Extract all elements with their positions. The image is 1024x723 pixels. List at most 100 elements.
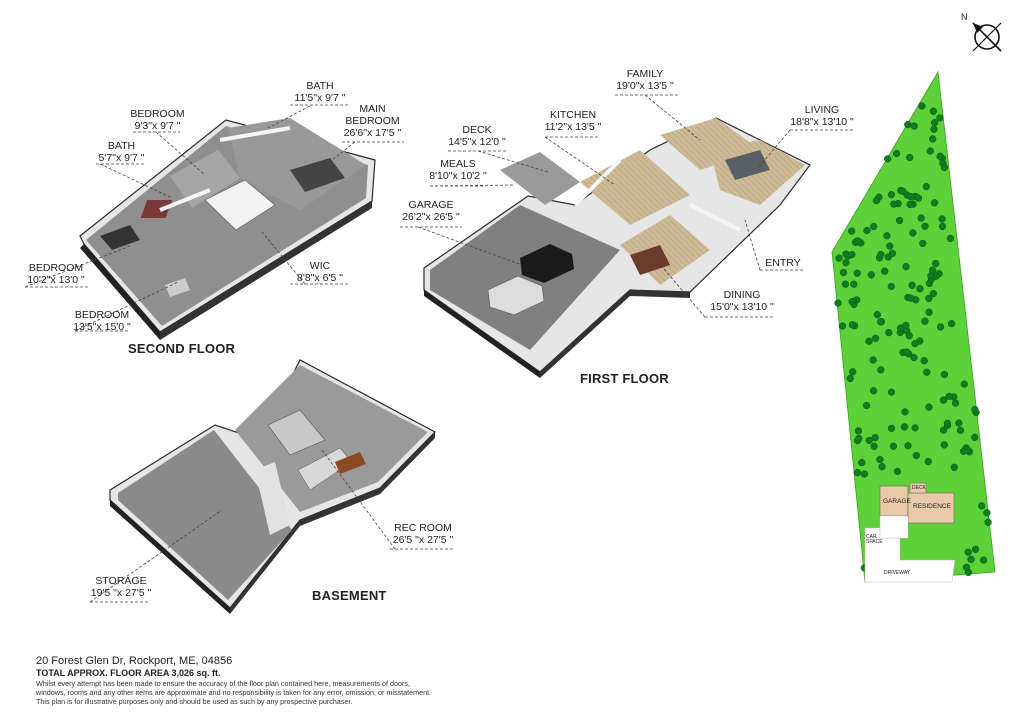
tree-icon <box>916 285 924 293</box>
floor-title-basement: BASEMENT <box>312 588 387 603</box>
leader-lines <box>24 94 855 603</box>
tree-icon <box>955 419 963 427</box>
site-garage-label: GARAGE <box>883 498 911 505</box>
room-name: BEDROOM <box>74 309 130 321</box>
tree-icon <box>919 239 927 248</box>
room-dimensions: 19'5 "x 27'5 " <box>90 587 152 599</box>
tree-icon <box>842 259 850 267</box>
tree-icon <box>871 334 880 342</box>
tree-icon <box>905 332 913 340</box>
tree-icon <box>892 149 901 158</box>
tree-icon <box>848 321 857 329</box>
tree-icon <box>918 102 926 110</box>
room-name: KITCHEN <box>549 109 597 121</box>
tree-icon <box>842 250 850 258</box>
room-label-garage: GARAGE 26'2"x 26'5 " <box>400 199 462 223</box>
room-name: FAMILY <box>626 68 664 80</box>
tree-icon <box>848 250 856 259</box>
tree-icon <box>899 187 907 195</box>
room-label-bedroom-bottom: BEDROOM 13'5"x 15'0 " <box>72 309 132 333</box>
footer: 20 Forest Glen Dr, Rockport, ME, 04856 T… <box>36 655 636 706</box>
room-label-deck: DECK 14'5"x 12'0 " <box>447 124 507 148</box>
room-name: GARAGE <box>408 199 454 211</box>
room-dimensions: 26'5 "x 27'5 " <box>392 534 454 546</box>
room-label-main-bedroom: MAIN BEDROOM 26'6"x 17'5 " <box>340 103 405 139</box>
tree-icon <box>967 555 975 563</box>
tree-icon <box>984 518 992 526</box>
tree-icon <box>963 446 972 454</box>
tree-icon <box>936 114 944 122</box>
tree-icon <box>867 271 875 279</box>
tree-icon <box>922 182 930 191</box>
tree-icon <box>854 427 863 435</box>
tree-icon <box>855 434 863 443</box>
tree-icon <box>923 368 931 376</box>
room-dimensions: 26'2"x 26'5 " <box>402 211 460 223</box>
room-dimensions: 13'5"x 15'0 " <box>73 321 131 333</box>
tree-icon <box>978 502 986 510</box>
tree-icon <box>877 318 885 326</box>
tree-icon <box>909 229 917 237</box>
tree-icon <box>939 396 948 404</box>
tree-icon <box>911 339 919 348</box>
tree-icon <box>932 272 940 280</box>
tree-icon <box>907 193 915 201</box>
tree-icon <box>835 254 843 262</box>
tree-icon <box>839 268 848 277</box>
tree-icon <box>863 226 871 235</box>
tree-icon <box>971 405 979 414</box>
tree-icon <box>964 548 972 556</box>
room-label-bath-small: BATH 5'7"x 9'7 " <box>94 140 149 164</box>
first-floor-plan <box>423 117 811 378</box>
tree-icon <box>870 442 878 450</box>
tree-icon <box>869 356 877 364</box>
tree-icon <box>841 280 850 288</box>
tree-icon <box>865 337 873 345</box>
tree-icon <box>889 442 898 450</box>
room-dimensions: 5'7"x 9'7 " <box>98 152 145 164</box>
room-name: WIC <box>309 260 331 272</box>
room-label-dining: DINING 15'0"x 13'10 " <box>706 289 778 313</box>
site-driveway-label: DRIVEWAY <box>884 570 911 576</box>
tree-icon <box>890 200 898 208</box>
tree-icon <box>926 147 934 155</box>
tree-icon <box>924 457 932 466</box>
room-label-bedroom-top: BEDROOM 9'3"x 9'7 " <box>130 108 185 132</box>
tree-icon <box>983 509 991 517</box>
room-dimensions: 8'8"x 6'5 " <box>297 272 343 284</box>
tree-icon <box>907 294 915 302</box>
tree-icon <box>886 242 894 250</box>
tree-icon <box>896 324 905 332</box>
room-dimensions: 18'8"x 13'10 " <box>790 116 854 128</box>
tree-icon <box>872 196 881 205</box>
tree-icon <box>928 266 937 274</box>
tree-icon <box>881 267 889 275</box>
room-dimensions: 15'0"x 13'10 " <box>710 301 774 313</box>
property-address: 20 Forest Glen Dr, Rockport, ME, 04856 <box>36 655 233 667</box>
north-arrow-icon <box>972 22 1002 52</box>
floor-title-first: FIRST FLOOR <box>580 371 669 386</box>
tree-icon <box>876 455 884 464</box>
room-name: MAIN <box>359 103 386 115</box>
tree-icon <box>960 380 968 388</box>
tree-icon <box>848 227 856 235</box>
tree-icon <box>908 281 916 289</box>
tree-icon <box>951 399 960 407</box>
tree-icon <box>971 433 979 441</box>
tree-icon <box>883 232 891 240</box>
tree-icon <box>854 237 862 245</box>
room-dimensions: 11'2"x 13'5 " <box>544 121 602 133</box>
floor-title-second: SECOND FLOOR <box>128 341 236 356</box>
room-name: ENTRY <box>765 257 801 269</box>
tree-icon <box>947 319 956 328</box>
site-car-space-label: CAR SPACE <box>866 534 883 545</box>
tree-icon <box>971 545 980 553</box>
tree-icon <box>838 322 847 330</box>
tree-icon <box>911 424 919 432</box>
room-label-kitchen: KITCHEN 11'2"x 13'5 " <box>543 109 603 133</box>
tree-icon <box>931 119 939 127</box>
tree-icon <box>901 408 909 416</box>
room-label-rec-room: REC ROOM 26'5 "x 27'5 " <box>390 522 456 546</box>
room-label-living: LIVING 18'8"x 13'10 " <box>787 104 857 128</box>
